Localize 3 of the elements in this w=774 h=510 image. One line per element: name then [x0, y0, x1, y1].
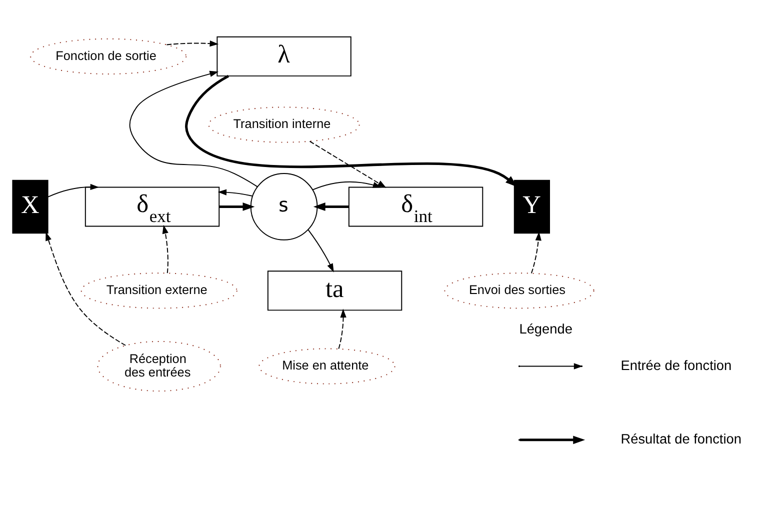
label: Légende [519, 321, 572, 336]
legend-label: Résultat de fonction [620, 432, 742, 447]
legend-label: Entrée de fonction [620, 358, 732, 373]
